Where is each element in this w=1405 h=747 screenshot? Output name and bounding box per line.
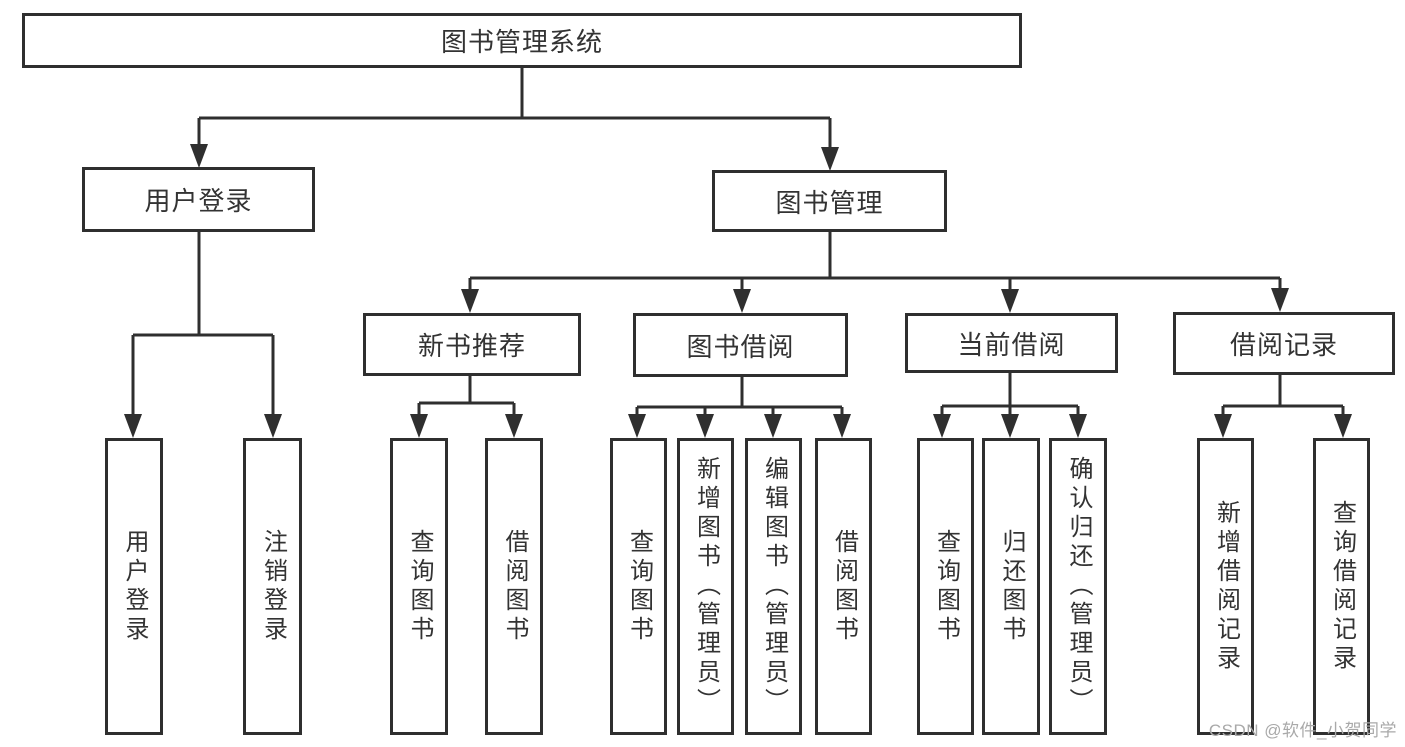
node-library-management-system: 图书管理系统 [22, 13, 1022, 68]
leaf-return-books-label: 归还图书 [998, 528, 1025, 645]
node-borrowing-records: 借阅记录 [1173, 312, 1395, 375]
leaf-borrow-books: 借阅图书 [815, 438, 872, 735]
leaf-user-login: 用户登录 [105, 438, 163, 735]
leaf-borrow-books-label: 借阅图书 [830, 528, 858, 645]
leaf-borrow-books-recommend: 借阅图书 [485, 438, 543, 735]
leaf-query-books-borrowing-label: 查询图书 [625, 528, 653, 645]
leaf-query-books-recommend: 查询图书 [390, 438, 448, 735]
csdn-watermark: CSDN @软件_小贺同学 [1208, 721, 1397, 740]
leaf-return-books: 归还图书 [982, 438, 1040, 735]
node-book-borrowing: 图书借阅 [633, 313, 848, 377]
leaf-query-books-recommend-label: 查询图书 [406, 528, 433, 645]
leaf-logout-label: 注销登录 [259, 528, 287, 645]
leaf-confirm-return-admin-label: 确认归还（管理员） [1065, 456, 1092, 717]
leaf-edit-books-admin: 编辑图书（管理员） [745, 438, 802, 735]
connector-root-to-level2 [197, 68, 832, 151]
node-borrowing-records-label: 借阅记录 [1229, 330, 1338, 360]
node-current-borrowing-label: 当前借阅 [957, 329, 1066, 360]
node-library-management-system-label: 图书管理系统 [440, 27, 603, 57]
leaf-add-borrow-record: 新增借阅记录 [1197, 438, 1254, 735]
leaf-add-borrow-record-label: 新增借阅记录 [1212, 499, 1240, 674]
leaf-add-books-admin: 新增图书（管理员） [677, 438, 734, 735]
node-new-book-recommendation-label: 新书推荐 [417, 331, 526, 361]
leaf-query-books-current: 查询图书 [917, 438, 974, 735]
node-user-login: 用户登录 [82, 167, 315, 232]
leaf-edit-books-admin-label: 编辑图书（管理员） [760, 456, 788, 717]
leaf-query-borrow-record-label: 查询借阅记录 [1328, 499, 1356, 674]
connector-records-to-leaves [1221, 375, 1345, 418]
node-book-management-label: 图书管理 [775, 187, 884, 218]
leaf-logout: 注销登录 [243, 438, 302, 735]
leaf-user-login-label: 用户登录 [121, 528, 148, 645]
arrowheads [124, 144, 1352, 438]
connector-current-to-leaves [940, 373, 1080, 418]
connector-userlogin-to-leaves [131, 232, 275, 418]
node-new-book-recommendation: 新书推荐 [363, 313, 581, 376]
leaf-add-books-admin-label: 新增图书（管理员） [692, 456, 720, 717]
leaf-query-books-borrowing: 查询图书 [610, 438, 667, 735]
leaf-confirm-return-admin: 确认归还（管理员） [1049, 438, 1107, 735]
node-current-borrowing: 当前借阅 [905, 313, 1118, 373]
leaf-query-borrow-record: 查询借阅记录 [1313, 438, 1370, 735]
connector-borrowing-to-leaves [635, 377, 844, 418]
node-book-management: 图书管理 [712, 170, 947, 232]
connector-newbook-to-leaves [417, 376, 516, 418]
connector-bookmgmt-to-level3 [468, 232, 1282, 293]
node-book-borrowing-label: 图书借阅 [686, 331, 795, 362]
node-user-login-label: 用户登录 [144, 186, 253, 216]
leaf-borrow-books-recommend-label: 借阅图书 [501, 528, 528, 645]
leaf-query-books-current-label: 查询图书 [932, 528, 960, 645]
